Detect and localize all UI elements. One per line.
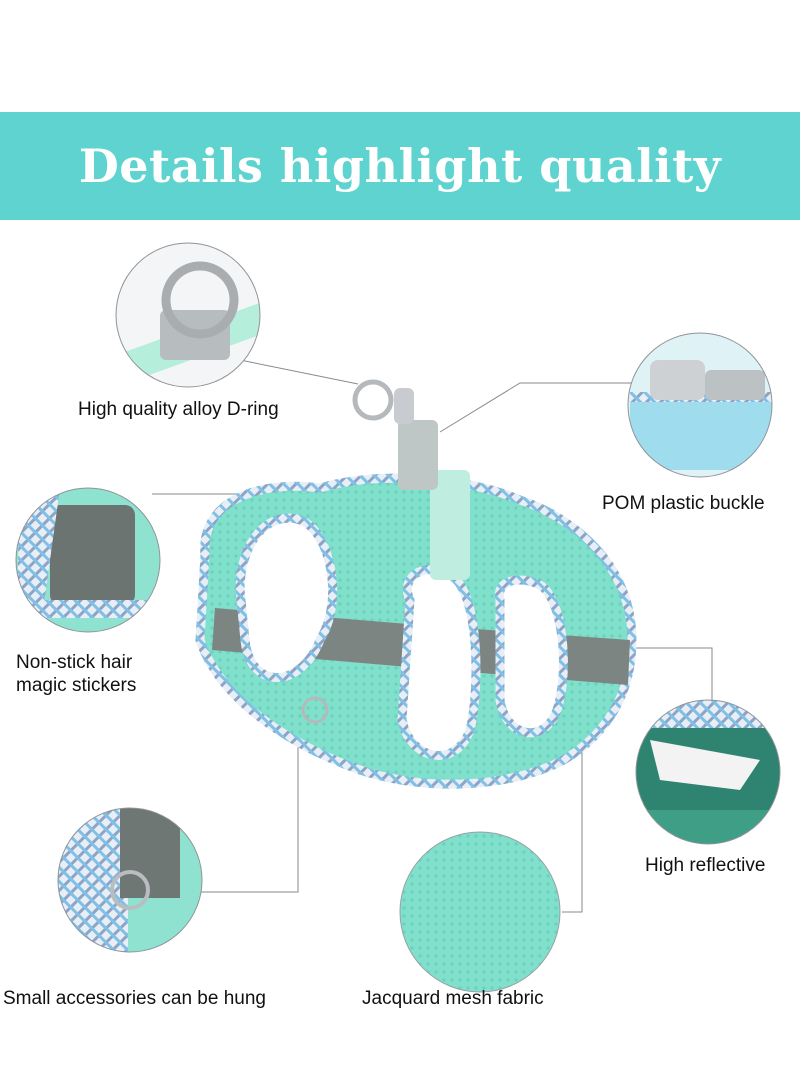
title-banner: Details highlight quality [0,112,800,220]
callout-label-magic-stickers-line2: magic stickers [16,675,137,696]
buckle-detail-image [627,332,773,478]
callout-label-magic-stickers-line1: Non-stick hair [16,652,133,673]
mesh-fabric-detail-image [399,831,561,993]
reflective-detail-image [635,699,781,845]
callout-label-mesh-fabric: Jacquard mesh fabric [362,988,544,1009]
harness-image [195,379,637,789]
magic-sticker-detail-image [15,487,161,633]
callout-label-reflective: High reflective [645,855,766,876]
banner-title: Details highlight quality [78,139,722,193]
d-ring-detail-image [115,242,261,388]
callout-label-d-ring: High quality alloy D-ring [78,399,279,420]
callout-label-accessories: Small accessories can be hung [3,988,266,1009]
accessory-ring-detail-image [57,807,203,953]
callout-label-buckle: POM plastic buckle [602,493,765,514]
